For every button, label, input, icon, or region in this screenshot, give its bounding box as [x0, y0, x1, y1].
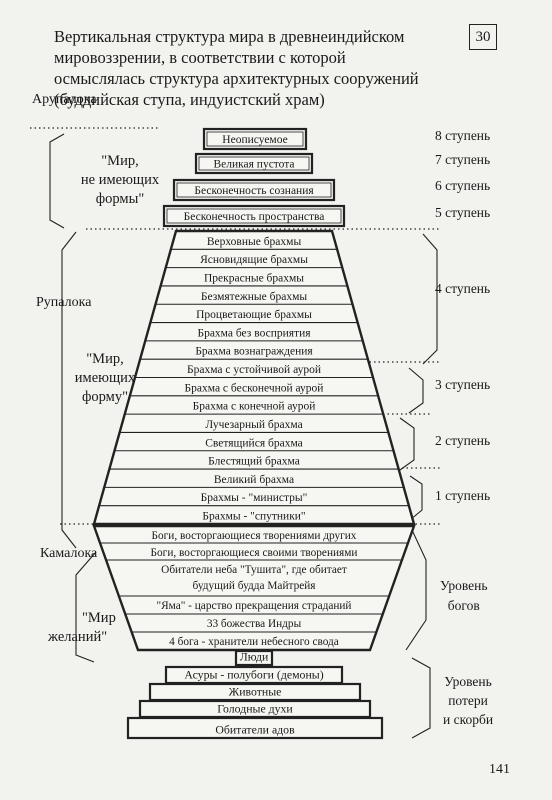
- rupa-row-label: Брахмы - "министры": [201, 492, 308, 504]
- title-line-3: осмыслялась структура архитектурных соор…: [54, 69, 419, 88]
- rupa-row-label: Брахма с конечной аурой: [193, 401, 316, 413]
- page-title: Вертикальная структура мира в древнеинди…: [54, 26, 494, 110]
- right-bracket-4: [422, 233, 438, 365]
- kama-row-label: "Яма" - царство прекращения страданий: [157, 600, 352, 612]
- stage-6-label: 6 ступень: [435, 178, 491, 193]
- arupa-box-label: Бесконечность сознания: [194, 185, 314, 197]
- kama-row-label: Боги, восторгающиеся творениями других: [152, 530, 357, 542]
- kama-trapezoid: [92, 524, 416, 652]
- quote-desire-world: "Мир желаний": [48, 610, 116, 645]
- quote-form-world: "Мир, имеющих форму": [74, 351, 136, 405]
- right-bracket-loss: [411, 657, 431, 739]
- lower-realm-box: [126, 716, 384, 740]
- right-bracket-1: [409, 475, 423, 521]
- lower-realm-label: Обитатели адов: [215, 723, 295, 737]
- arupa-box-label: Бесконечность пространства: [184, 211, 325, 223]
- rupa-row-label: Безмятежные брахмы: [201, 291, 307, 303]
- page-number: 141: [489, 762, 510, 777]
- gods-level-label: Уровень богов: [440, 578, 488, 613]
- stage-4-label: 4 ступень: [435, 281, 491, 296]
- loss-level-label: Уровень потери и скорби: [443, 674, 494, 727]
- rupa-row-label: Светящийся брахма: [205, 437, 303, 449]
- figure-number-box: 30: [469, 24, 497, 50]
- rupa-row-label: Брахма с бесконечной аурой: [185, 382, 324, 394]
- rupa-row-label: Лучезарный брахма: [205, 419, 302, 431]
- rupa-row-label: Блестящий брахма: [208, 456, 300, 468]
- arupa-box: [172, 178, 336, 202]
- title-line-2: мировоззрении, в соответствии с которой: [54, 48, 346, 67]
- lower-realm-box: [234, 649, 274, 667]
- arupa-box-inner: [206, 131, 304, 147]
- arupa-box-label: Великая пустота: [213, 159, 294, 171]
- kama-row-label: 4 бога - хранители небесного свода: [169, 636, 339, 648]
- zone-label-kamaloka: Камалока: [40, 546, 98, 561]
- zone-label-arupaloka: Арупалока: [32, 92, 97, 107]
- arupa-box-inner: [176, 182, 332, 198]
- arupa-box-inner: [198, 156, 310, 171]
- lower-realm-label: Животные: [229, 685, 282, 699]
- rupa-row-label: Процветающие брахмы: [196, 309, 312, 321]
- title-line-1: Вертикальная структура мира в древнеинди…: [54, 27, 405, 46]
- lower-realm-label: Голодные духи: [217, 702, 293, 716]
- right-bracket-3: [408, 367, 424, 414]
- right-bracket-gods: [405, 529, 427, 651]
- rupa-row-label: Прекрасные брахмы: [204, 272, 304, 284]
- kama-loka-block: Боги, восторгающиеся творениями другихБо…: [92, 524, 416, 652]
- right-bracket-2: [399, 417, 415, 471]
- rupa-row-label: Брахмы - "спутники": [202, 511, 305, 523]
- title-line-4: (буддийская ступа, индуистский храм): [54, 90, 325, 109]
- rupa-row-label: Брахма вознаграждения: [195, 346, 313, 358]
- lower-realm-label: Люди: [240, 650, 269, 664]
- rupa-row-label: Брахма без восприятия: [197, 327, 311, 339]
- stage-3-label: 3 ступень: [435, 377, 491, 392]
- rupa-row-label: Верховные брахмы: [207, 236, 302, 248]
- quote-formless-world: "Мир, не имеющих формы": [80, 153, 160, 207]
- stage-8-label: 8 ступень: [435, 128, 491, 143]
- zone-label-rupaloka: Рупалока: [36, 295, 92, 310]
- lower-realm-label: Асуры - полубоги (демоны): [184, 668, 323, 682]
- kama-row-label: Боги, восторгающиеся своими творениями: [151, 547, 358, 559]
- stage-5-label: 5 ступень: [435, 205, 491, 220]
- arupa-box-inner: [166, 208, 342, 224]
- arupa-box: [202, 127, 308, 151]
- kama-row-label: Обитатели неба "Тушита", где обитает: [161, 564, 347, 576]
- stage-2-label: 2 ступень: [435, 433, 491, 448]
- kama-row-label: будущий будда Майтрейя: [193, 580, 316, 592]
- arupa-box: [194, 152, 314, 175]
- rupa-row-label: Ясновидящие брахмы: [200, 254, 308, 266]
- left-bracket-desire: [75, 551, 97, 663]
- rupa-row-label: Брахма с устойчивой аурой: [187, 364, 321, 376]
- arupa-box-label: Неописуемое: [222, 134, 287, 146]
- rupa-row-label: Великий брахма: [214, 474, 294, 486]
- arupa-box: [162, 204, 346, 228]
- left-bracket-form: [61, 231, 77, 549]
- kama-row-label: 33 божества Индры: [207, 618, 302, 630]
- left-bracket-formless: [49, 133, 65, 229]
- stage-7-label: 7 ступень: [435, 152, 491, 167]
- stage-1-label: 1 ступень: [435, 488, 491, 503]
